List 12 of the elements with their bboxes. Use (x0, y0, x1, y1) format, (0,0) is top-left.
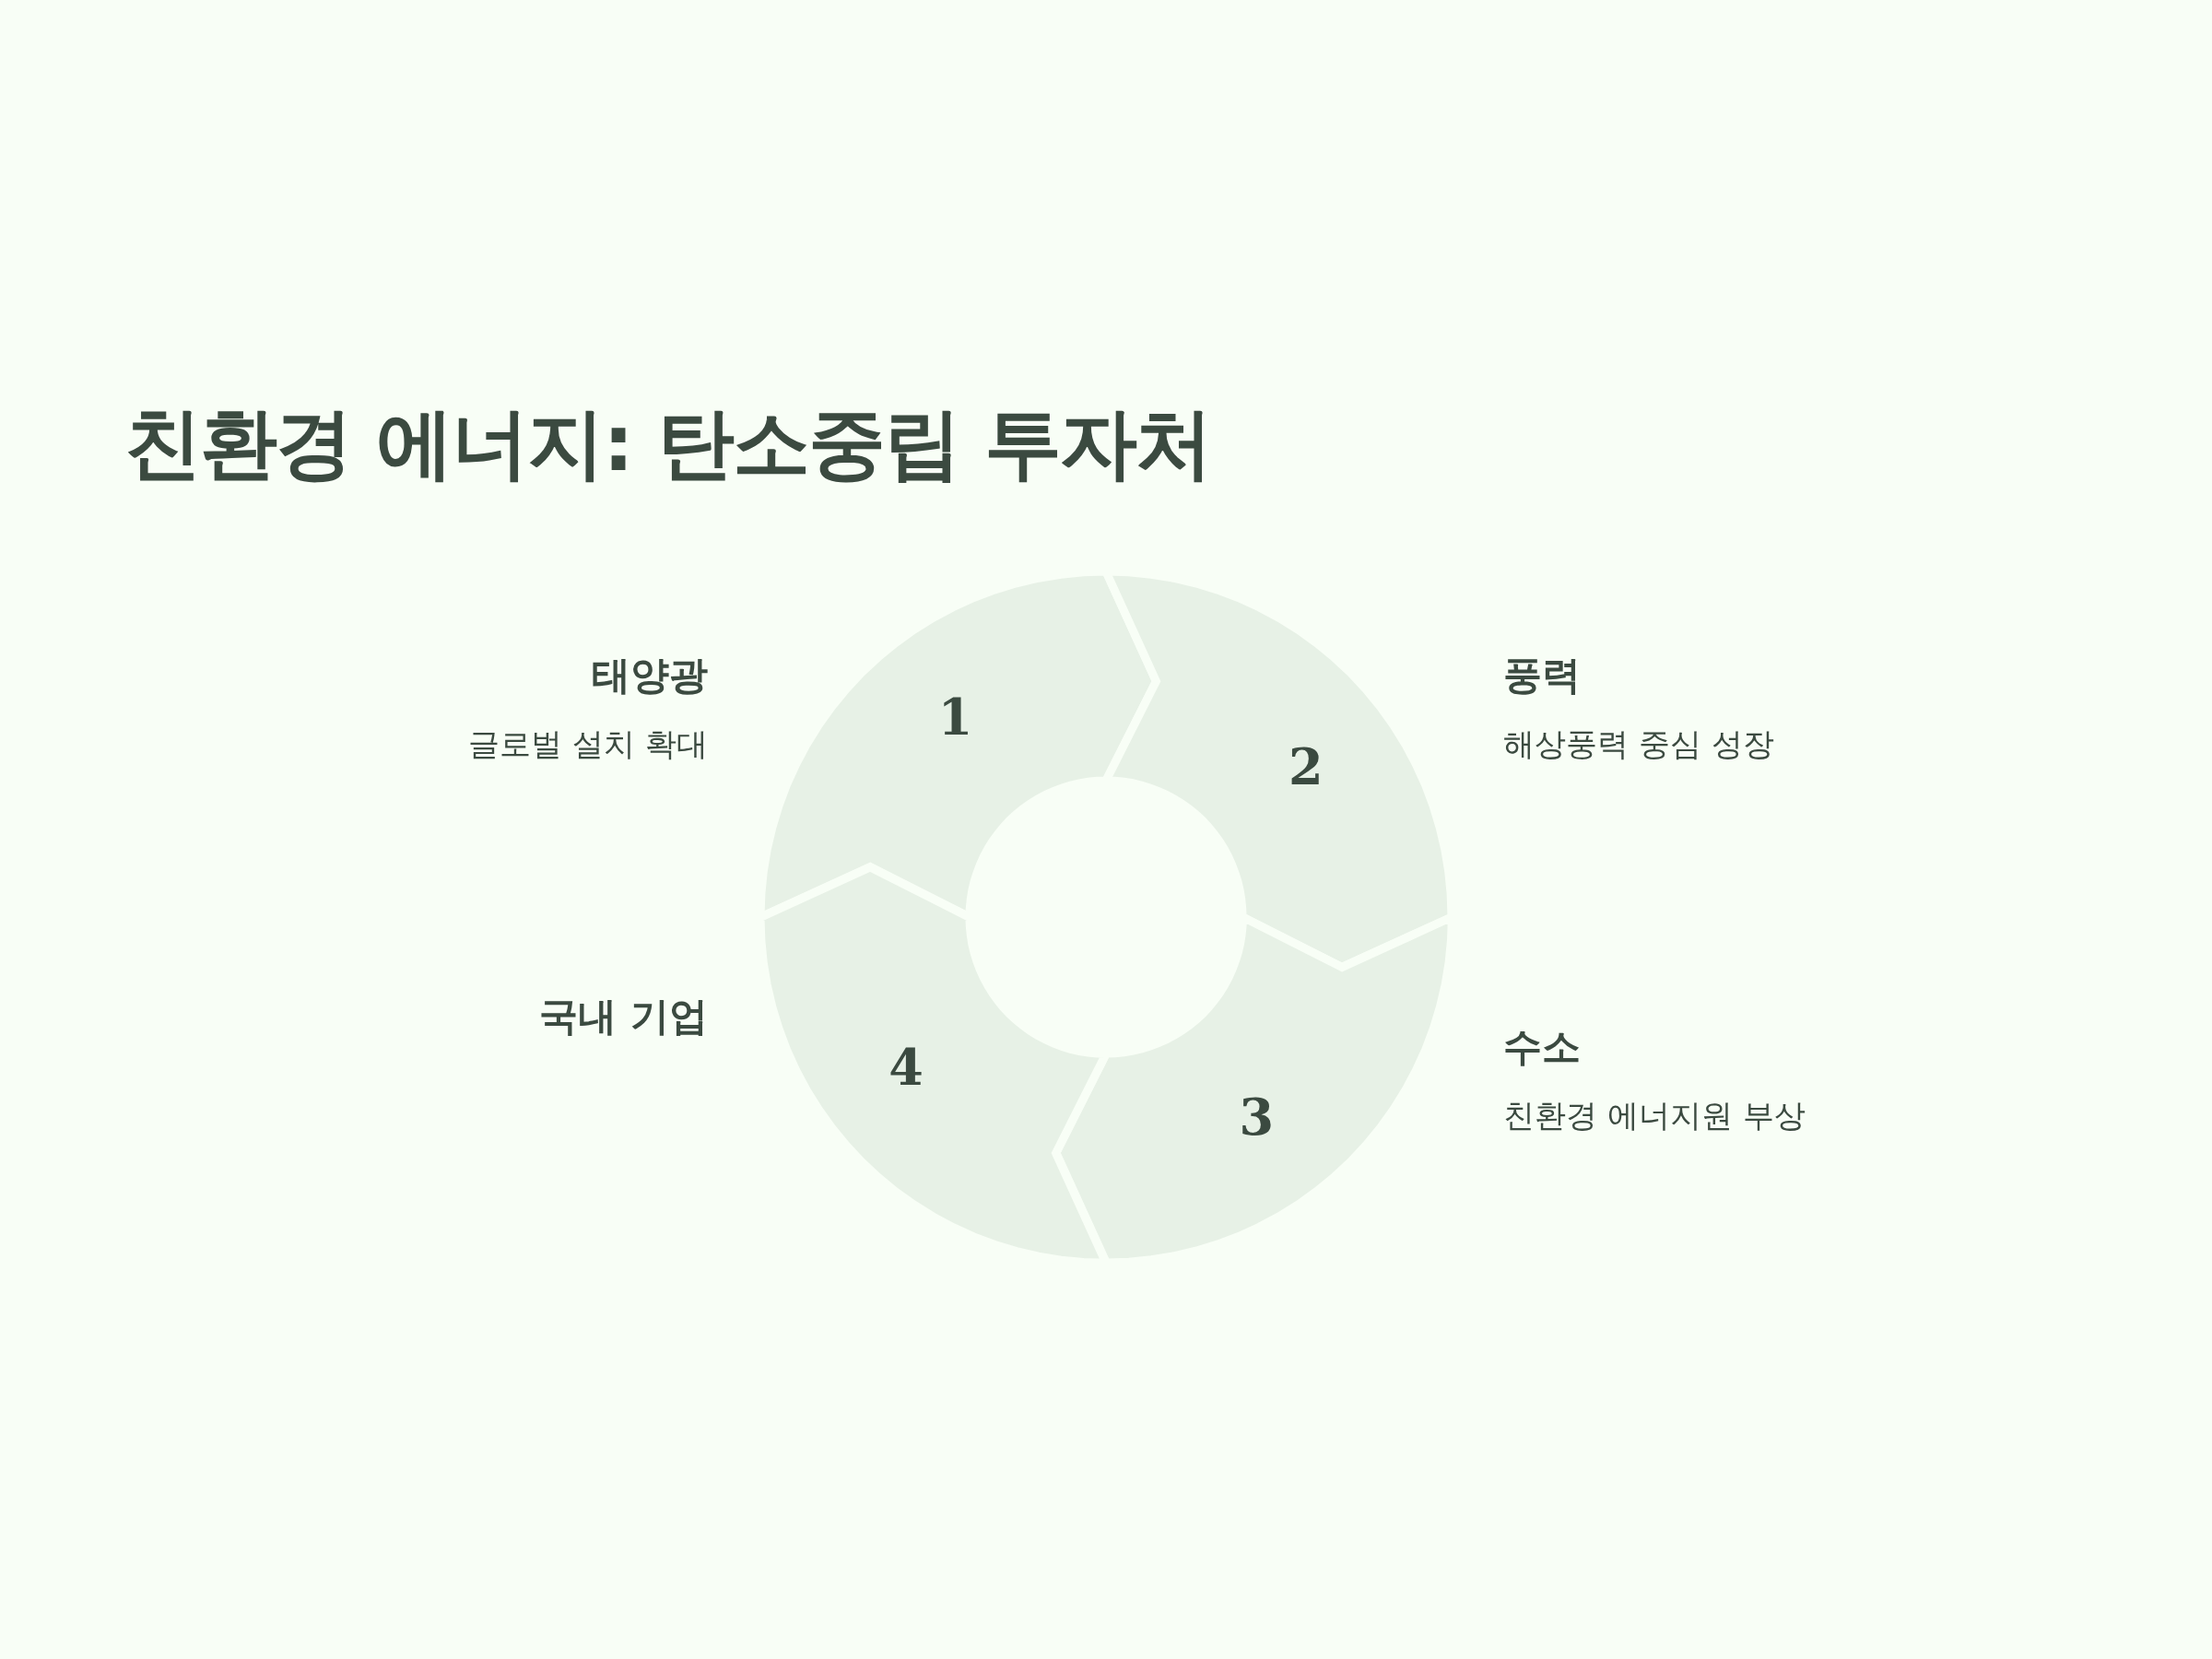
step-description: 해상풍력 중심 성장 (1503, 724, 1774, 764)
title: 친환경 에너지: 탄소중립 투자처 (124, 397, 1212, 490)
step-heading: 풍력 (1503, 652, 1581, 700)
step-number: 2 (1288, 738, 1324, 794)
step-heading: 태양광 (592, 652, 708, 700)
step-heading: 수소 (1503, 1023, 1581, 1071)
step-number: 1 (937, 689, 973, 746)
step-heading: 국내 기업 (539, 993, 708, 1041)
step-number: 4 (888, 1040, 924, 1096)
step-number: 3 (1239, 1088, 1275, 1145)
step-description: 친환경 에너지원 부상 (1503, 1096, 1806, 1135)
step-description: 글로벌 설치 확대 (468, 724, 708, 764)
